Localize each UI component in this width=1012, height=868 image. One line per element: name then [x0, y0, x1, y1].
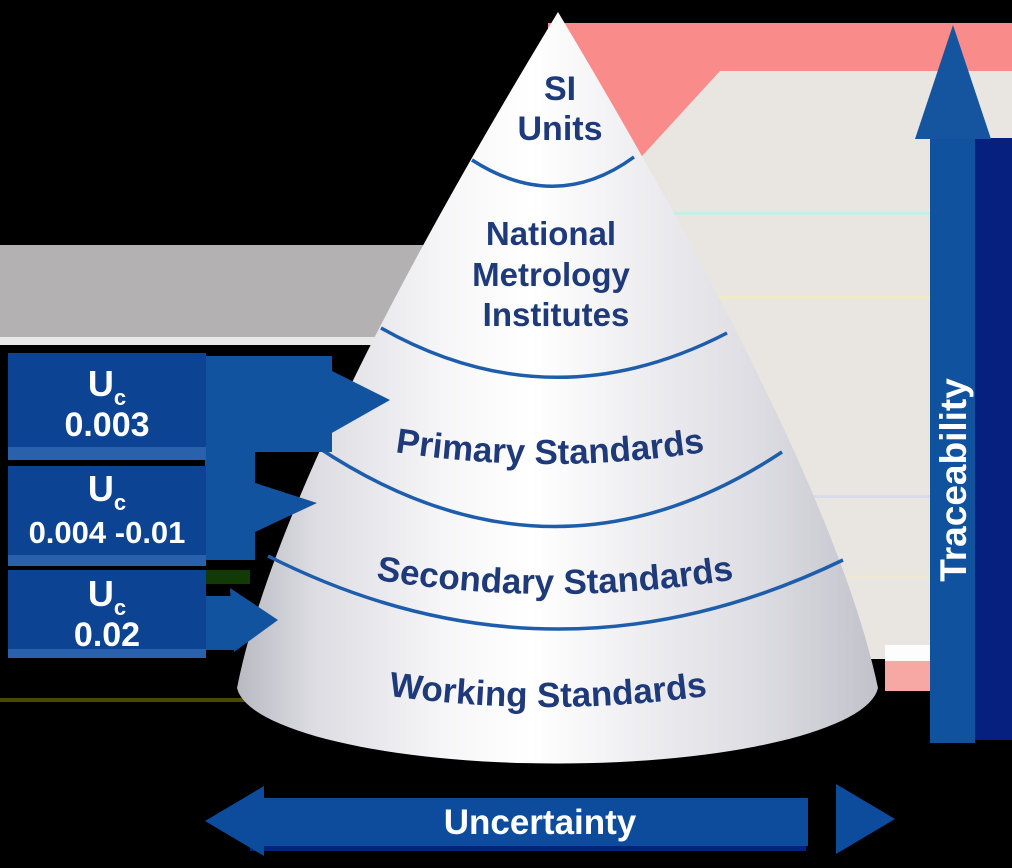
uncertainty-arrow-shadow: [250, 844, 806, 851]
uc-box-3-strip: [8, 649, 206, 658]
cone-divider-4: [267, 554, 844, 631]
nmi-line-3: Institutes: [483, 296, 630, 333]
background-band-gray: [0, 245, 432, 337]
background-band-salmon: [548, 23, 1012, 71]
nmi-line-1: National: [486, 215, 616, 252]
uc-box-3-body: [8, 570, 206, 649]
uncertainty-arrow: Uncertainty: [205, 784, 895, 856]
level-label-units: Units: [518, 110, 603, 148]
uc-arrow-3-head: [230, 588, 278, 652]
uc-box-3-symbol: Uc: [88, 573, 126, 620]
uc-arrow-3: [205, 588, 278, 652]
uc-box-1-value: 0.003: [64, 406, 149, 444]
uncertainty-label: Uncertainty: [444, 803, 637, 842]
uc-arrow-2-head: [252, 482, 317, 532]
uc-box-2-value: 0.004 -0.01: [29, 515, 186, 550]
cone-divider-1: [471, 155, 636, 188]
uc-box-1: Uc 0.003: [8, 353, 206, 460]
uc-arrow-1-shaft: [205, 356, 332, 452]
cone: [237, 12, 878, 764]
traceability-label: Traceability: [933, 378, 974, 582]
uc-arrow-1: [205, 356, 390, 452]
traceability-arrow-shadow: [973, 138, 1012, 740]
uc-arrow-2: [205, 452, 317, 560]
uc-box-2-strip: [8, 555, 206, 566]
background-band-lightgray: [0, 337, 432, 345]
traceability-arrow: Traceability: [915, 25, 1012, 743]
traceability-arrow-shaft: [930, 128, 975, 743]
background-stripe-cyan: [640, 212, 1012, 215]
uc-box-1-body: [8, 353, 206, 447]
cone-divider-3: [315, 444, 783, 529]
uc-arrow-2-shaft: [205, 452, 255, 560]
level-label-si: SI: [544, 70, 576, 108]
cone-divider-2: [380, 326, 728, 379]
uncertainty-arrow-left-head: [205, 786, 264, 856]
traceability-arrow-head: [915, 25, 991, 139]
background-stripe-yellow: [620, 296, 1012, 299]
uc-arrow-3-shaft: [205, 596, 235, 650]
background-line-olive: [0, 698, 278, 702]
uncertainty-arrow-shaft: [248, 798, 808, 846]
uc-box-2-body: [8, 466, 206, 555]
uc-box-2: Uc 0.004 -0.01: [8, 466, 206, 566]
uc-box-3-value: 0.02: [74, 616, 140, 654]
uc-arrow-1-head: [326, 368, 390, 434]
uc-box-2-symbol: Uc: [88, 468, 126, 515]
background-stripe-lavender: [660, 495, 1012, 498]
uc-box-3: Uc 0.02: [8, 570, 206, 658]
uncertainty-arrow-right-head: [836, 784, 895, 854]
uc-box-1-strip: [8, 447, 206, 460]
nmi-line-2: Metrology: [472, 256, 630, 293]
uc-box-1-symbol: Uc: [88, 363, 126, 410]
